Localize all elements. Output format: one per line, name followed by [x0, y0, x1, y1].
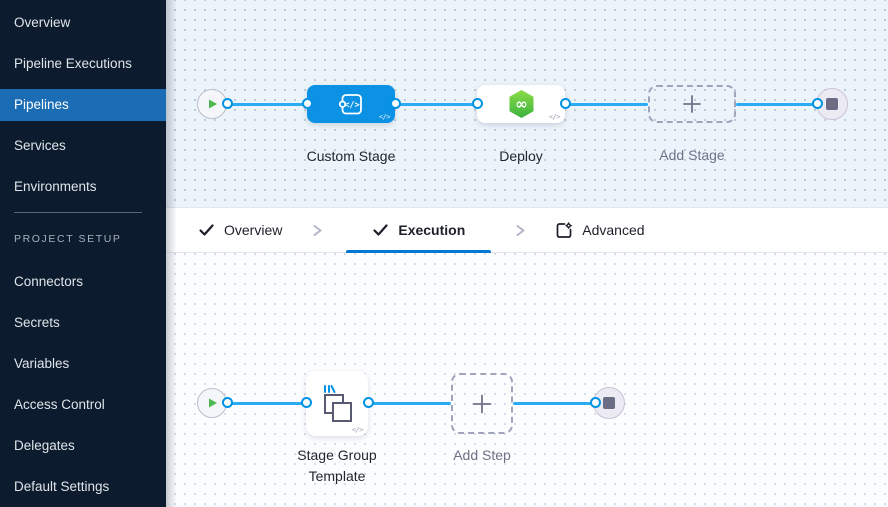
- sidebar-item-access-control[interactable]: Access Control: [14, 397, 105, 412]
- check-icon: [373, 224, 388, 236]
- deploy-stage-node[interactable]: ∞ </>: [477, 85, 565, 123]
- sidebar-item-services[interactable]: Services: [14, 138, 66, 153]
- sidebar-section-project-setup: PROJECT SETUP: [14, 233, 122, 245]
- sidebar-item-connectors[interactable]: Connectors: [14, 274, 84, 289]
- node-port: [390, 98, 401, 109]
- tab-overview[interactable]: Overview: [192, 208, 288, 252]
- custom-stage-node[interactable]: </> </>: [307, 85, 395, 123]
- sidebar-item-overview[interactable]: Overview: [14, 15, 71, 30]
- stage-config-tabbar: Overview Execution: [166, 207, 888, 253]
- execution-canvas: </> Stage Group Template Add Step: [166, 253, 888, 507]
- sidebar-divider: [14, 212, 142, 213]
- connector-edge: [565, 103, 648, 106]
- stage-group-template-node[interactable]: </>: [306, 371, 368, 436]
- plus-icon: [683, 95, 701, 113]
- deploy-stage-label: Deploy: [499, 148, 543, 164]
- stop-icon: [603, 397, 615, 409]
- template-badge-icon: [324, 384, 336, 393]
- check-icon: [199, 224, 214, 236]
- code-badge: </>: [548, 113, 561, 121]
- stage-group-template-label: Stage Group Template: [297, 447, 377, 484]
- tab-execution-label: Execution: [398, 222, 466, 238]
- connector-edge: [368, 402, 451, 405]
- sidebar-item-pipeline-executions[interactable]: Pipeline Executions: [14, 56, 132, 71]
- stop-icon: [826, 98, 838, 110]
- sidebar-item-delegates[interactable]: Delegates: [14, 438, 75, 453]
- play-icon: [209, 398, 217, 408]
- connector-edge: [227, 103, 307, 106]
- svg-text:</>: </>: [344, 100, 359, 110]
- stage-pipeline-canvas: </> </> ∞ </>: [166, 0, 888, 207]
- connector-edge: [227, 402, 306, 405]
- node-port: [301, 397, 312, 408]
- tab-overview-label: Overview: [224, 222, 283, 238]
- chevron-right-icon: [310, 223, 324, 238]
- sidebar-item-secrets[interactable]: Secrets: [14, 315, 60, 330]
- chevron-right-icon: [513, 223, 527, 238]
- advanced-gear-box-icon: [556, 221, 573, 238]
- svg-text:∞: ∞: [515, 95, 528, 113]
- tab-advanced-label: Advanced: [582, 222, 645, 238]
- sidebar-item-pipelines[interactable]: Pipelines: [0, 89, 166, 121]
- main-area: </> </> ∞ </>: [166, 0, 888, 507]
- stage-group-icon: [324, 384, 352, 422]
- tab-execution[interactable]: Execution: [346, 208, 492, 253]
- play-icon: [209, 99, 217, 109]
- sidebar-item-default-settings[interactable]: Default Settings: [14, 479, 110, 494]
- code-badge: </>: [351, 426, 364, 434]
- add-stage-button[interactable]: [648, 85, 736, 123]
- add-step-button[interactable]: [451, 373, 513, 434]
- code-badge: </>: [378, 113, 391, 121]
- node-port: [222, 397, 233, 408]
- node-port: [590, 397, 601, 408]
- node-port: [560, 98, 571, 109]
- connector-edge: [395, 103, 477, 106]
- deploy-cd-icon: ∞: [509, 90, 533, 118]
- node-port: [472, 98, 483, 109]
- custom-stage-icon: </>: [338, 93, 362, 114]
- node-port: [302, 98, 313, 109]
- connector-edge: [736, 103, 817, 106]
- add-step-label: Add Step: [453, 447, 511, 463]
- sidebar-item-environments[interactable]: Environments: [14, 179, 97, 194]
- node-port: [222, 98, 233, 109]
- sidebar: Overview Pipeline Executions Pipelines S…: [0, 0, 166, 507]
- node-port: [363, 397, 374, 408]
- execution-start-node: [197, 388, 227, 418]
- node-port: [812, 98, 823, 109]
- add-stage-label: Add Stage: [659, 147, 725, 163]
- plus-icon: [472, 394, 492, 413]
- sidebar-item-variables[interactable]: Variables: [14, 356, 70, 371]
- connector-edge: [513, 402, 595, 405]
- tab-advanced[interactable]: Advanced: [549, 208, 650, 252]
- custom-stage-label: Custom Stage: [306, 148, 396, 164]
